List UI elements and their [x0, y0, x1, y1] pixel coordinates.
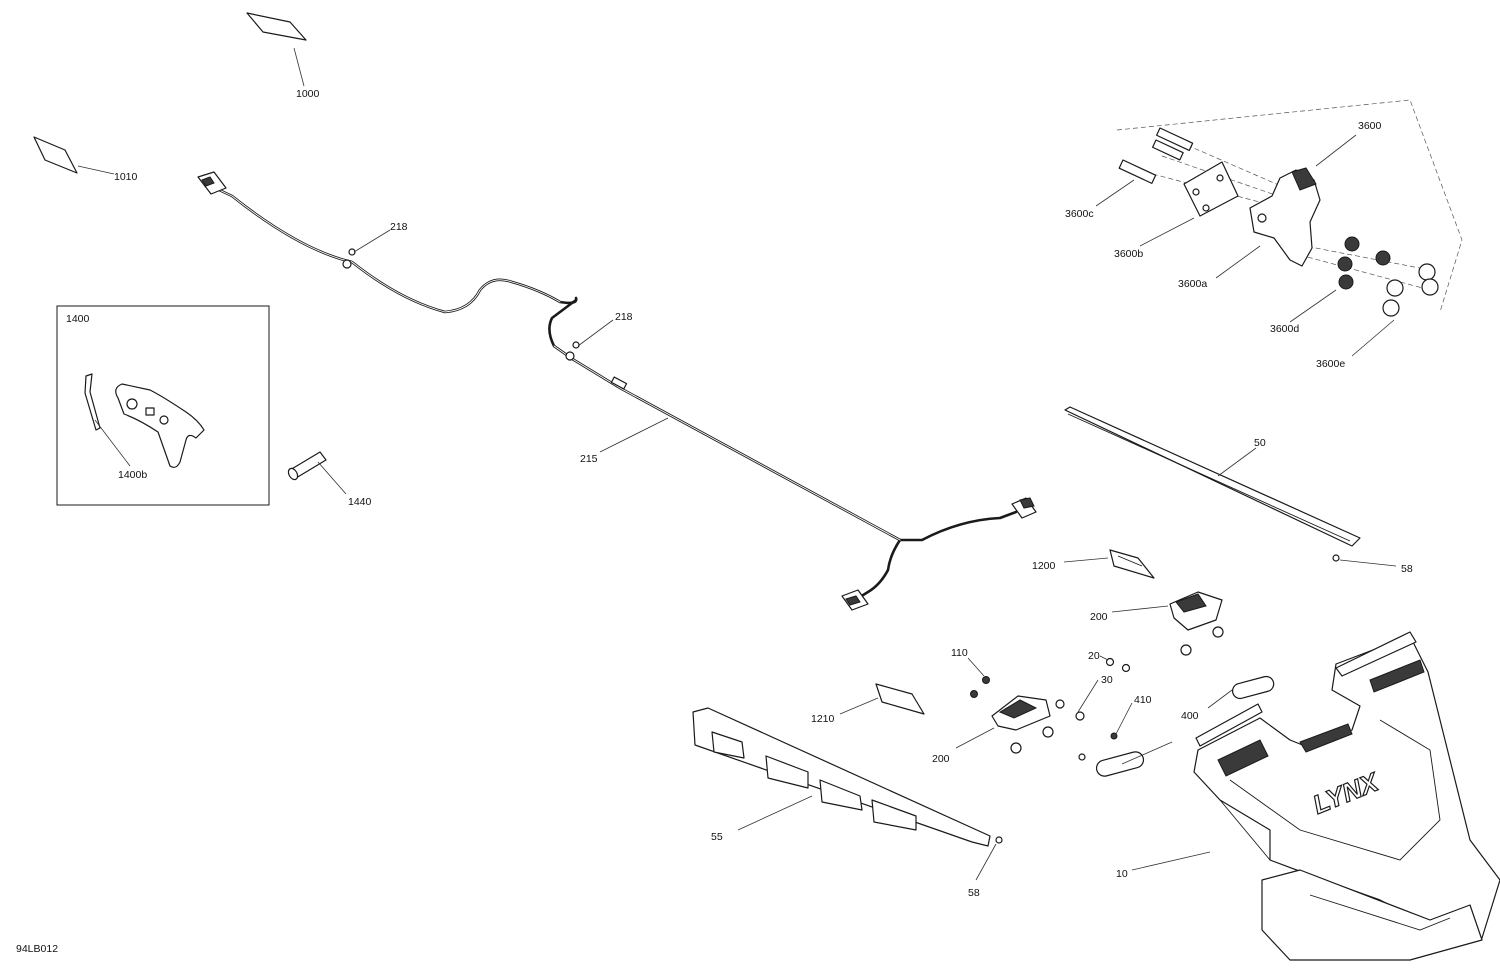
label-55: 55	[711, 831, 723, 843]
label-218-upper: 218	[390, 221, 408, 233]
label-1210: 1210	[811, 713, 835, 725]
tail-light-200-lower	[991, 695, 1054, 754]
label-110: 110	[951, 647, 968, 659]
label-1400b: 1400b	[118, 469, 147, 481]
callout-labels: 1000 1010 218 218 215 1400 1400b 1440 36…	[16, 88, 1413, 955]
hitch-assembly-3600	[1116, 99, 1463, 317]
label-58-upper: 58	[1401, 563, 1413, 575]
bolts-3600c	[1118, 127, 1194, 184]
decal-1010	[33, 136, 78, 174]
label-1440: 1440	[348, 496, 372, 508]
label-3600d: 3600d	[1270, 323, 1299, 335]
reflector-1210	[875, 683, 925, 715]
side-panel-55	[692, 707, 1003, 847]
label-200-lower: 200	[932, 753, 950, 765]
rear-bumper-10: LYNX	[1193, 631, 1500, 961]
lens-400	[1095, 675, 1275, 777]
label-30: 30	[1101, 674, 1113, 686]
label-50: 50	[1254, 437, 1266, 449]
label-1400: 1400	[66, 313, 90, 325]
drawing-code: 94LB012	[16, 943, 58, 955]
wiring-harness-215	[197, 171, 1037, 611]
label-400: 400	[1181, 710, 1199, 722]
label-3600a: 3600a	[1178, 278, 1207, 290]
label-1200: 1200	[1032, 560, 1056, 572]
leader-lines	[77, 47, 1397, 881]
socket-tool-1440	[287, 451, 327, 481]
label-3600c: 3600c	[1065, 208, 1094, 220]
label-200-upper: 200	[1090, 611, 1108, 623]
label-1000: 1000	[296, 88, 320, 100]
nuts-3600d	[1337, 236, 1391, 290]
tail-light-200-upper	[1169, 591, 1224, 656]
label-215: 215	[580, 453, 598, 465]
trim-strip-50	[1064, 406, 1361, 562]
hardware-110-20-30	[970, 657, 1131, 761]
label-410: 410	[1134, 694, 1152, 706]
label-218-lower: 218	[615, 311, 633, 323]
label-3600e: 3600e	[1316, 358, 1345, 370]
label-10: 10	[1116, 868, 1128, 880]
label-58-lower: 58	[968, 887, 980, 899]
label-1010: 1010	[114, 171, 138, 183]
label-20: 20	[1088, 650, 1100, 662]
decal-1000	[246, 12, 307, 41]
caps-3600e	[1382, 263, 1439, 317]
tool-kit-box-1400	[56, 305, 270, 506]
label-3600: 3600	[1358, 120, 1382, 132]
reflector-1200	[1109, 549, 1155, 579]
label-3600b: 3600b	[1114, 248, 1143, 260]
